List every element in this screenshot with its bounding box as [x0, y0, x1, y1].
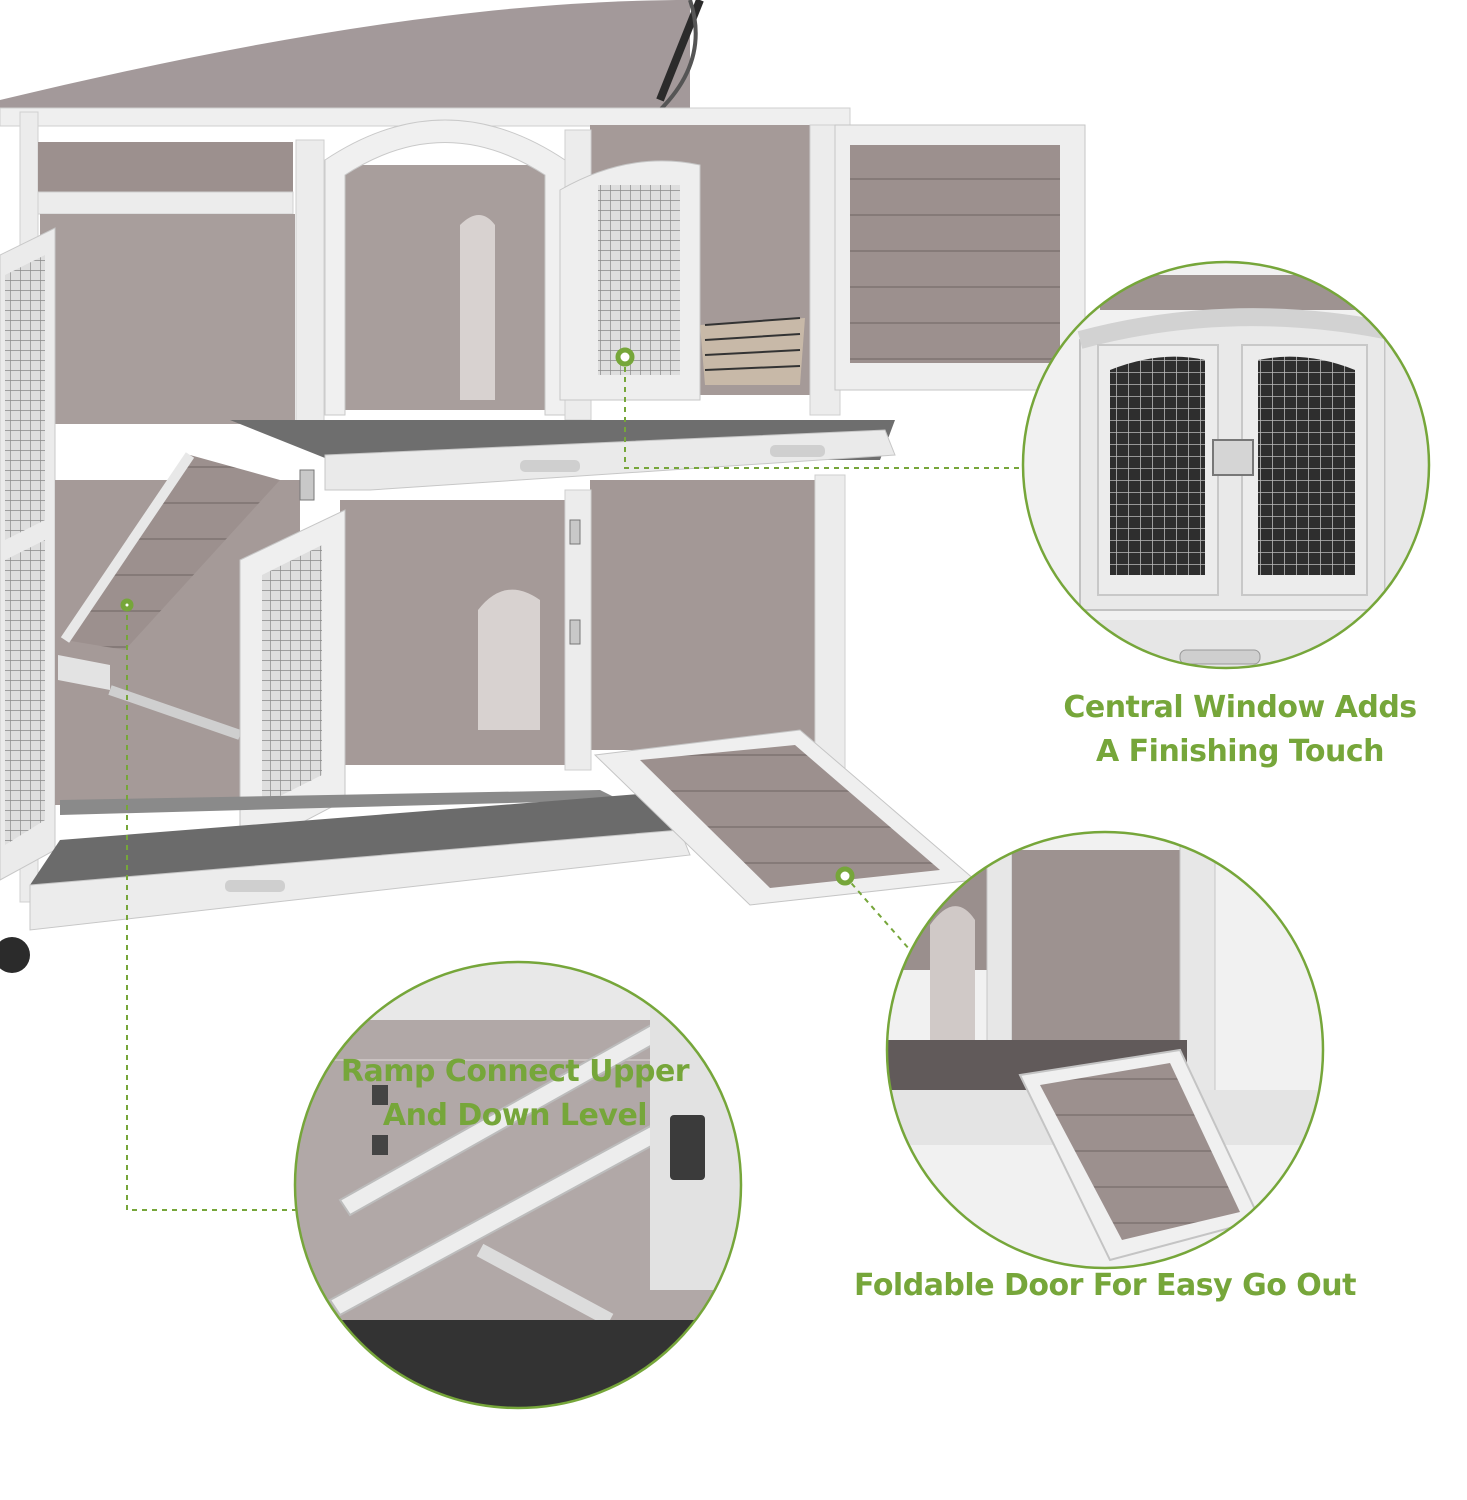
upper-mesh-door	[559, 160, 701, 401]
internal-ramp	[58, 452, 280, 740]
connector-door	[844, 875, 911, 951]
callout-central-window: Central Window Adds A Finishing Touch	[1040, 686, 1440, 774]
connector-ramp	[126, 605, 300, 1211]
callout-ramp-line1: Ramp Connect Upper	[340, 1054, 690, 1089]
detail-ramp	[293, 960, 743, 1410]
wheel	[0, 937, 30, 973]
callout-ramp: Ramp Connect Upper And Down Level	[300, 1050, 730, 1138]
left-mesh-door	[0, 227, 56, 881]
callout-central-window-line2: A Finishing Touch	[1096, 734, 1384, 769]
roof-lid	[0, 0, 690, 120]
lower-mesh-door	[239, 509, 346, 856]
callout-ramp-line2: And Down Level	[382, 1098, 648, 1133]
right-open-door	[834, 124, 1086, 391]
lower-tray	[29, 790, 691, 931]
hay-rack	[700, 317, 805, 385]
marker-door	[835, 866, 855, 886]
hutch-main	[0, 0, 1086, 973]
callout-connectors	[126, 357, 1025, 1211]
marker-ramp	[120, 598, 134, 612]
connector-window	[624, 357, 1025, 469]
arch-window-frame	[324, 119, 566, 416]
detail-central-window	[1021, 260, 1431, 670]
upper-tray	[230, 420, 896, 491]
marker-window	[615, 347, 635, 367]
callout-central-window-line1: Central Window Adds	[1063, 690, 1417, 725]
callout-foldable-door: Foldable Door For Easy Go Out	[840, 1264, 1370, 1308]
callout-markers	[120, 347, 855, 886]
callout-foldable-door-line1: Foldable Door For Easy Go Out	[854, 1268, 1356, 1303]
detail-foldable-door	[885, 830, 1325, 1270]
